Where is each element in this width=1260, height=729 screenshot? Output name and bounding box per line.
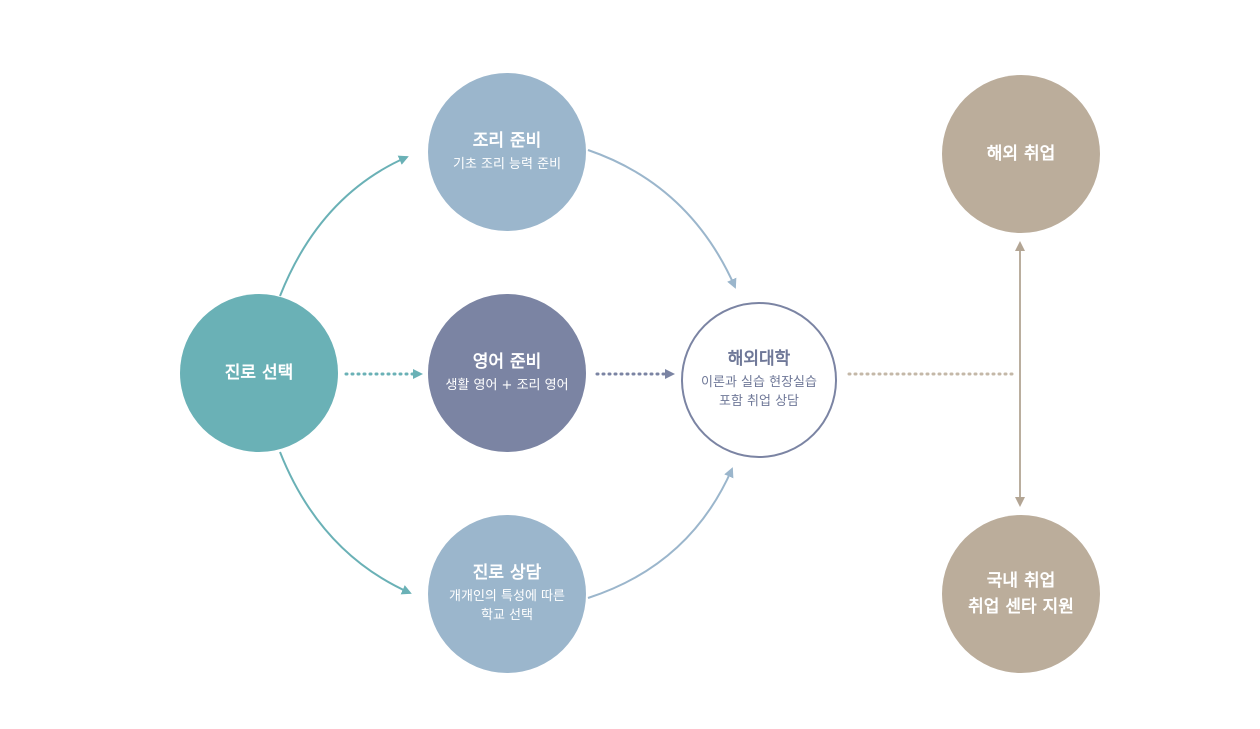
node-overseas-university-title: 해외대학 <box>727 349 791 370</box>
node-career-consult: 진로 상담 개개인의 특성에 따른 학교 선택 <box>428 515 586 673</box>
node-overseas-university-desc: 이론과 실습 현장실습 포함 취업 상담 <box>701 374 817 412</box>
desc-line: 생활 영어 + 조리 영어 <box>445 377 569 393</box>
arrow-career-to-consult <box>279 451 412 595</box>
desc-line: 포함 취업 상담 <box>718 394 800 410</box>
node-cooking-prep-title: 조리 준비 <box>472 130 542 151</box>
node-overseas-university: 해외대학 이론과 실습 현장실습 포함 취업 상담 <box>681 302 837 458</box>
node-english-prep: 영어 준비 생활 영어 + 조리 영어 <box>428 294 586 452</box>
arrow-cooking-to-univ <box>587 149 737 289</box>
node-career-consult-title: 진로 상담 <box>472 563 542 584</box>
desc-line: 학교 선택 <box>481 608 533 624</box>
desc-line: 개개인의 특성에 따른 <box>449 589 565 605</box>
node-cooking-prep: 조리 준비 기초 조리 능력 준비 <box>428 73 586 231</box>
node-career-choice-title: 진로 선택 <box>224 362 294 383</box>
arrow-consult-to-univ <box>587 467 734 599</box>
desc-line: 이론과 실습 현장실습 <box>701 375 817 391</box>
node-career-choice: 진로 선택 <box>180 294 338 452</box>
node-domestic-employment: 국내 취업 취업 센타 지원 <box>942 515 1100 673</box>
node-cooking-prep-desc: 기초 조리 능력 준비 <box>453 156 561 175</box>
title-line: 취업 센타 지원 <box>968 597 1074 617</box>
node-career-consult-desc: 개개인의 특성에 따른 학교 선택 <box>449 588 565 626</box>
node-overseas-employment-title: 해외 취업 <box>986 143 1056 164</box>
title-line: 국내 취업 <box>986 570 1056 591</box>
node-english-prep-desc: 생활 영어 + 조리 영어 <box>445 377 568 396</box>
desc-line: 기초 조리 능력 준비 <box>452 156 562 172</box>
arrow-career-to-cooking <box>279 155 409 297</box>
node-domestic-employment-title: 국내 취업 취업 센타 지원 <box>968 568 1074 621</box>
node-overseas-employment: 해외 취업 <box>942 75 1100 233</box>
node-english-prep-title: 영어 준비 <box>472 351 542 372</box>
